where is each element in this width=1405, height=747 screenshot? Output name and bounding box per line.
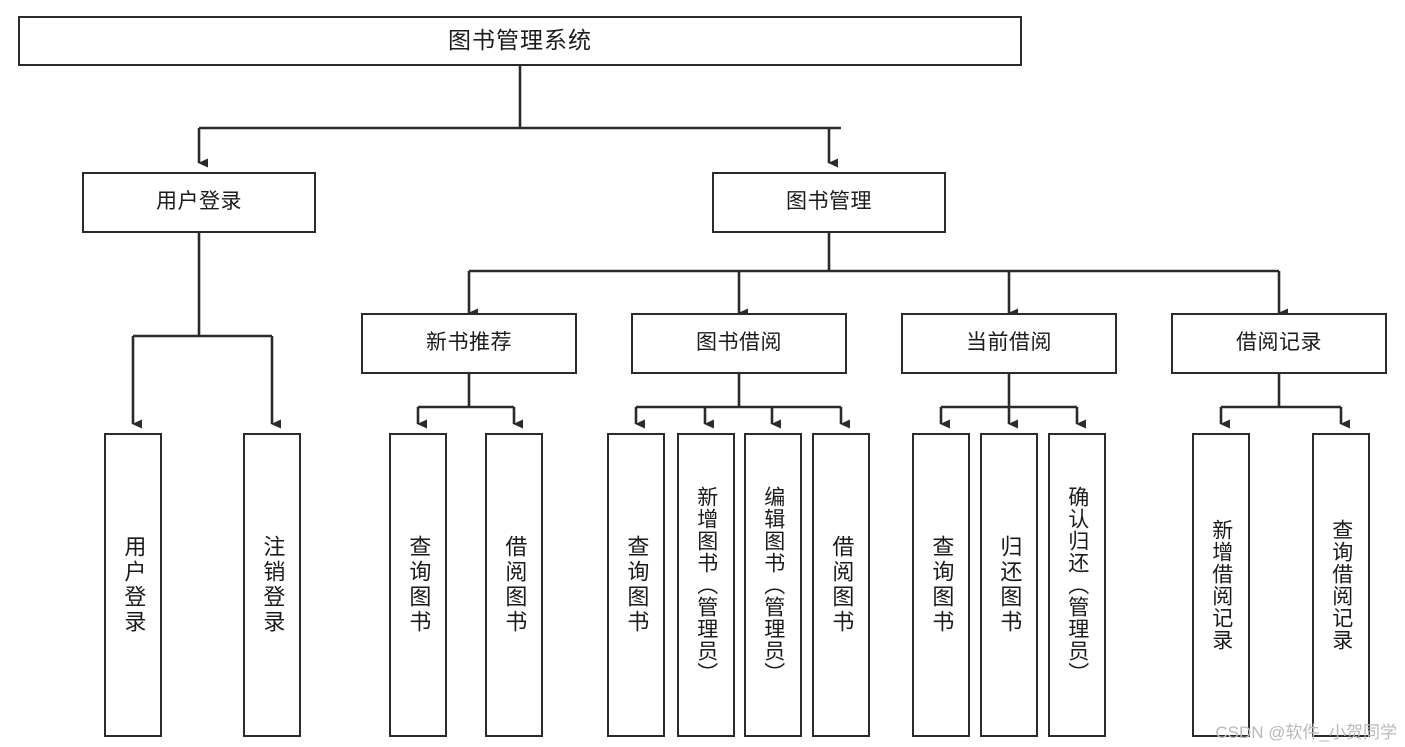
node-root[interactable]: 图书管理系统	[18, 16, 1022, 66]
node-borrow-record-label: 借阅记录	[1236, 331, 1322, 355]
node-leaf-confirm-return-label: 确认归还（管理员）	[1065, 486, 1089, 684]
node-leaf-borrow-book-1[interactable]: 借阅图书	[485, 433, 543, 737]
node-leaf-query-book-3[interactable]: 查询图书	[912, 433, 970, 737]
node-leaf-query-book-1-label: 查询图书	[406, 535, 432, 635]
node-leaf-add-record-label: 新增借阅记录	[1209, 519, 1233, 651]
node-borrow-record[interactable]: 借阅记录	[1171, 313, 1387, 374]
node-book-manage[interactable]: 图书管理	[712, 172, 946, 233]
node-new-book-rec[interactable]: 新书推荐	[361, 313, 577, 374]
node-book-borrow-label: 图书借阅	[696, 331, 782, 355]
node-book-manage-label: 图书管理	[786, 190, 872, 214]
node-leaf-query-book-3-label: 查询图书	[929, 535, 955, 635]
node-leaf-edit-book-label: 编辑图书（管理员）	[761, 486, 785, 684]
node-leaf-user-login[interactable]: 用户登录	[104, 433, 162, 737]
csdn-watermark: CSDN @软件_小贺同学	[1215, 723, 1397, 742]
node-leaf-return-book[interactable]: 归还图书	[980, 433, 1038, 737]
node-leaf-edit-book[interactable]: 编辑图书（管理员）	[744, 433, 802, 737]
node-leaf-query-record[interactable]: 查询借阅记录	[1312, 433, 1370, 737]
node-book-borrow[interactable]: 图书借阅	[631, 313, 847, 374]
node-leaf-return-book-label: 归还图书	[997, 535, 1023, 635]
node-leaf-user-login-label: 用户登录	[121, 535, 147, 635]
node-current-borrow[interactable]: 当前借阅	[901, 313, 1117, 374]
node-leaf-query-book-1[interactable]: 查询图书	[389, 433, 447, 737]
node-current-borrow-label: 当前借阅	[966, 331, 1052, 355]
node-leaf-query-book-2[interactable]: 查询图书	[607, 433, 665, 737]
node-root-label: 图书管理系统	[448, 27, 592, 54]
node-leaf-add-record[interactable]: 新增借阅记录	[1192, 433, 1250, 737]
node-leaf-borrow-book-2[interactable]: 借阅图书	[812, 433, 870, 737]
node-user-login[interactable]: 用户登录	[82, 172, 316, 233]
node-leaf-borrow-book-1-label: 借阅图书	[502, 535, 528, 635]
node-leaf-logout[interactable]: 注销登录	[243, 433, 301, 737]
node-leaf-logout-label: 注销登录	[260, 535, 286, 635]
node-leaf-borrow-book-2-label: 借阅图书	[829, 535, 855, 635]
node-leaf-add-book-label: 新增图书（管理员）	[694, 486, 718, 684]
node-leaf-confirm-return[interactable]: 确认归还（管理员）	[1048, 433, 1106, 737]
node-user-login-label: 用户登录	[156, 190, 242, 214]
node-new-book-rec-label: 新书推荐	[426, 331, 512, 355]
node-leaf-add-book[interactable]: 新增图书（管理员）	[677, 433, 735, 737]
node-leaf-query-book-2-label: 查询图书	[624, 535, 650, 635]
node-leaf-query-record-label: 查询借阅记录	[1329, 519, 1353, 651]
